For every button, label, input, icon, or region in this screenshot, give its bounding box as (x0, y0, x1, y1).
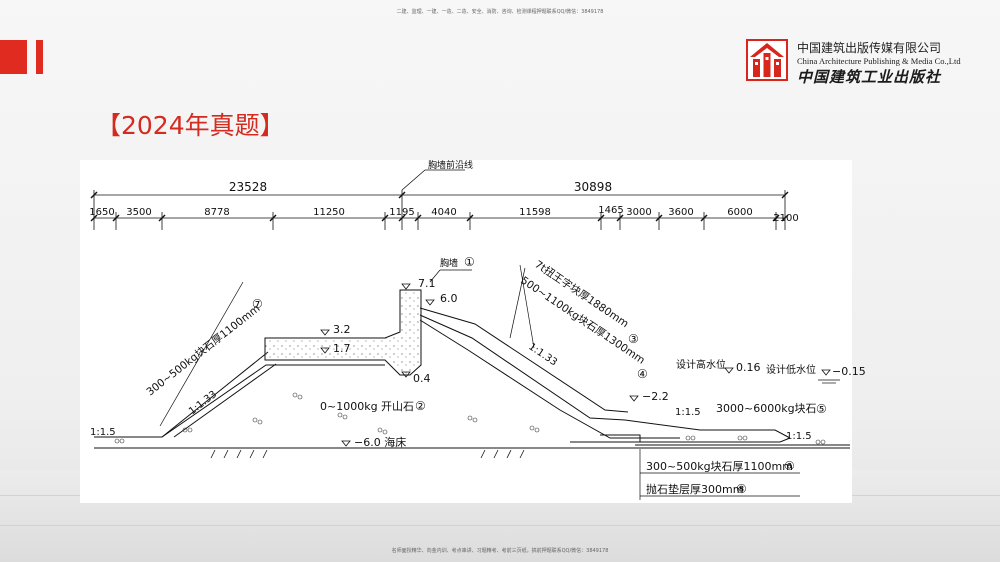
el-6-0: 6.0 (440, 292, 458, 305)
high-water-value: 0.16 (736, 361, 761, 374)
toe-layer-num: ⑥ (784, 459, 795, 473)
slope-mid-1-1-5: 1:1.5 (675, 407, 701, 418)
slope-right-1-1-33: 1:1.33 (526, 341, 559, 368)
slide-title: 【2024年真题】 (96, 111, 285, 140)
dim-seg: 3500 (126, 207, 151, 218)
dim-segment-labels: 1650 3500 8778 11250 1195 4040 11598 146… (89, 205, 798, 224)
elevation-markers (320, 283, 831, 447)
toe-layer-label: 300~500kg块石厚1100mm (646, 460, 793, 473)
slope-left-1-1-33: 1:1.33 (187, 389, 219, 417)
armor-block-num: ③ (628, 332, 639, 346)
dim-seg: 8778 (204, 207, 229, 218)
accent-bar (0, 40, 27, 74)
el-minus-6-seabed: −6.0 海床 (354, 435, 406, 449)
dim-seg: 11598 (519, 207, 551, 218)
dim-seg: 4040 (431, 207, 456, 218)
breakwater-section-drawing: 23528 30898 胸墙前沿线 1650 3500 8778 11250 1… (80, 159, 866, 503)
core-stone-num: ② (415, 399, 426, 413)
dim-seg: 1650 (89, 207, 114, 218)
armor-stone-num: ④ (637, 367, 648, 381)
cross-section-svg: 23528 30898 胸墙前沿线 1650 3500 8778 11250 1… (89, 159, 866, 500)
low-water-label: 设计低水位 (766, 363, 816, 376)
parapet-label: 胸墙 (440, 257, 458, 269)
dim-seg: 1195 (389, 207, 414, 218)
low-water-value: −0.15 (832, 365, 866, 378)
dim-left-total: 23528 (229, 180, 267, 194)
slope-right-1-1-5: 1:1.5 (786, 431, 812, 442)
dim-seg: 1465 (598, 205, 623, 216)
accent-bar-small (36, 40, 43, 74)
el-3-2: 3.2 (333, 323, 351, 336)
el-1-7: 1.7 (333, 342, 351, 355)
dim-seg: 6000 (727, 207, 752, 218)
parapet-front-line-label: 胸墙前沿线 (428, 159, 473, 171)
parapet-wall (264, 289, 422, 376)
dim-seg: 2100 (773, 213, 798, 224)
high-water-label: 设计高水位 (676, 358, 726, 371)
water-level-lines (818, 379, 840, 384)
seabed-hatch (210, 449, 525, 459)
slope-left-1-1-5: 1:1.5 (90, 427, 116, 438)
section-outline (94, 307, 850, 449)
back-layer-label: 300~500kg块石厚1100mm (144, 303, 262, 399)
back-layer-num: ⑦ (252, 297, 263, 311)
dim-seg: 11250 (313, 207, 345, 218)
toe-stone-label: 3000~6000kg块石 (716, 402, 817, 415)
bottom-note: 名师面授精华、向金内训、考点串讲、习题精考、考前三页纸，搞前押题联系QQ/微信：… (391, 548, 609, 554)
publisher-logo-icon (746, 39, 788, 81)
el-7-1: 7.1 (418, 277, 436, 290)
publisher-name-en: China Architecture Publishing & Media Co… (797, 56, 961, 66)
dimension-ticks (90, 191, 789, 222)
el-minus-2-2: −2.2 (642, 390, 669, 403)
dim-seg: 3000 (626, 207, 651, 218)
publisher-name-cn-calligraphy: 中国建筑工业出版社 (797, 68, 942, 86)
core-stone-label: 0~1000kg 开山石 (320, 400, 414, 413)
publisher-name-cn: 中国建筑出版传媒有限公司 (797, 41, 942, 55)
toe-stone-num: ⑤ (816, 402, 827, 416)
dim-right-total: 30898 (574, 180, 612, 194)
leader-lines (159, 264, 800, 500)
floor-line (0, 525, 1000, 526)
rock-symbols (114, 392, 826, 445)
parapet-num: ① (464, 255, 475, 269)
el-0-4: 0.4 (413, 372, 431, 385)
bed-layer-label: 抛石垫层厚300mm (646, 482, 743, 496)
dimension-lines (93, 169, 786, 230)
dim-seg: 3600 (668, 207, 693, 218)
top-note: 二建、监理、一建、一造、二造、安全、消防、咨询、检测课程押题联系QQ/微信：38… (396, 9, 604, 15)
bed-layer-num: ⑧ (736, 482, 747, 496)
